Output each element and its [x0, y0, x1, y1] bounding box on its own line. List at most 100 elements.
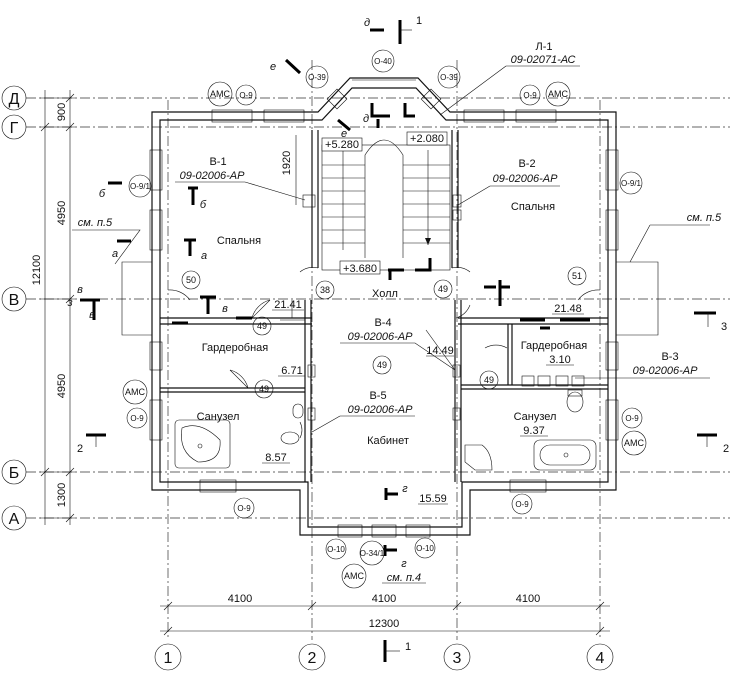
section-2-right: 2	[723, 443, 729, 455]
tag-50: 50	[186, 275, 196, 285]
dim-900: 900	[56, 103, 68, 121]
tag-ams-top-right: АМС	[548, 89, 569, 99]
section-e-top: е	[270, 61, 276, 73]
area-hall: 14.49	[426, 345, 454, 357]
section-2-left: 2	[77, 443, 83, 455]
section-e-mid: е	[341, 128, 347, 140]
circle-tags: 38 49 49 49 49 49 50 51 О-39 О-39 О-40 О…	[122, 49, 647, 589]
room-bath-left: Санузел	[197, 411, 240, 423]
callout-see5-right: см. п.5	[687, 212, 722, 224]
area-wardrobe-right: 3.10	[549, 354, 570, 366]
callouts: В-1 09-02006-АР В-2 09-02006-АР В-3 09-0…	[78, 41, 722, 584]
stair-partitions	[370, 103, 432, 280]
tag-ams-right: АМС	[624, 438, 645, 448]
section-b-right: б	[200, 199, 207, 211]
room-wardrobe-right: Гардеробная	[521, 340, 588, 352]
room-cabinet: Кабинет	[367, 435, 409, 447]
outer-walls	[121, 77, 659, 536]
axis-col-1: 1	[164, 650, 173, 667]
callout-v5-title: В-5	[369, 390, 386, 402]
section-3: 3	[721, 321, 727, 333]
section-d-mid: д	[363, 113, 369, 125]
tag-ams-left: АМС	[125, 387, 146, 397]
elevations: +5.280 +2.080 +3.680	[321, 131, 448, 275]
area-bedroom-left: 21.41	[274, 299, 302, 311]
leader-lines	[72, 65, 710, 433]
callout-v4-title: В-4	[374, 317, 391, 329]
tag-o10-right: О-10	[416, 544, 434, 553]
tag-ams-bottom: АМС	[344, 571, 365, 581]
tag-o9-bottom-left: О-9	[237, 504, 251, 513]
room-bath-right: Санузел	[514, 411, 557, 423]
callout-see5-left: см. п.5	[78, 217, 113, 229]
tag-49-bath: 49	[259, 384, 269, 394]
callout-see4: см. п.4	[387, 572, 421, 584]
section-v-right: в	[222, 303, 228, 315]
tag-o9-top-left: О-9	[239, 91, 253, 100]
tag-o9-right: О-9	[625, 414, 639, 423]
dim-1920: 1920	[281, 151, 293, 175]
section-b-left: б	[99, 188, 106, 200]
callout-v5-ref: 09-02006-АР	[348, 404, 413, 416]
axis-row-d: Д	[9, 91, 20, 108]
callout-v1-ref: 09-02006-АР	[180, 170, 245, 182]
tag-49-right: 49	[484, 375, 494, 385]
axis-row-g: Г	[10, 120, 19, 137]
dim-bottom-total: 12300	[369, 618, 400, 630]
tag-o9-left: О-9	[130, 414, 144, 423]
dim-bottom-3: 4100	[516, 593, 540, 605]
room-labels: Спальня Спальня Гардеробная Гардеробная …	[197, 201, 588, 505]
section-v-left: в	[89, 309, 95, 321]
section-v-third: в	[77, 284, 83, 296]
section-a-right: а	[201, 250, 207, 262]
tag-o39-left: О-39	[308, 73, 326, 82]
callout-v4-ref: 09-02006-АР	[348, 331, 413, 343]
callout-v2-title: В-2	[518, 158, 535, 170]
axis-row-bubbles: Д Г В Б А	[1, 85, 27, 531]
tag-o91-left: О-9/1	[130, 182, 151, 191]
axis-row-v: В	[9, 292, 20, 309]
callout-l1-ref: 09-02071-АС	[511, 54, 576, 66]
section-z: з	[66, 297, 72, 309]
callout-l1-title: Л-1	[536, 41, 553, 53]
bottom-dimensions: 4100 4100 4100 12300	[160, 593, 610, 636]
left-dimensions: 900 4950 12100 4950 1300	[31, 90, 75, 525]
fixtures	[174, 194, 597, 471]
section-1-bottom: 1	[405, 641, 411, 653]
tag-o341: О-34/1	[360, 549, 385, 558]
dim-12100: 12100	[31, 255, 43, 286]
railings	[172, 280, 590, 330]
section-d-top: д	[364, 17, 370, 29]
section-a-left: а	[112, 248, 118, 260]
dim-bottom-1: 4100	[228, 593, 252, 605]
dim-1300: 1300	[56, 483, 68, 507]
axis-col-bubbles: 1 2 3 4	[154, 643, 614, 671]
room-wardrobe-left: Гардеробная	[202, 342, 269, 354]
callout-v2-ref: 09-02006-АР	[493, 173, 558, 185]
dim-4950-top: 4950	[56, 201, 68, 225]
section-1-top: 1	[416, 15, 422, 27]
section-g-bottom: г	[401, 558, 407, 570]
tag-38: 38	[320, 285, 330, 295]
callout-v3-title: В-3	[661, 351, 678, 363]
room-bedroom-left: Спальня	[217, 235, 261, 247]
tag-ams-top-left: АМС	[210, 89, 231, 99]
area-bedroom-right: 21.48	[554, 303, 582, 315]
doors	[167, 267, 601, 439]
tag-o10-left: О-10	[327, 545, 345, 554]
callout-v3-ref: 09-02006-АР	[633, 365, 698, 377]
elev-2080: +2.080	[410, 133, 444, 145]
axis-row-a: А	[9, 511, 20, 528]
elev-3680: +3.680	[343, 263, 377, 275]
tag-49-wardrobe: 49	[257, 321, 267, 331]
area-bath-right: 9.37	[523, 425, 544, 437]
tag-o9-bottom-right: О-9	[515, 500, 529, 509]
axis-row-b: Б	[9, 465, 20, 482]
dim-bottom-2: 4100	[372, 593, 396, 605]
tag-49-cabinet: 49	[377, 360, 387, 370]
tag-o40: О-40	[374, 57, 392, 66]
room-hall: Холл	[372, 288, 398, 300]
tag-o91-right: О-9/1	[621, 179, 642, 188]
dim-4950-bottom: 4950	[56, 374, 68, 398]
tag-49-hall: 49	[438, 284, 448, 294]
